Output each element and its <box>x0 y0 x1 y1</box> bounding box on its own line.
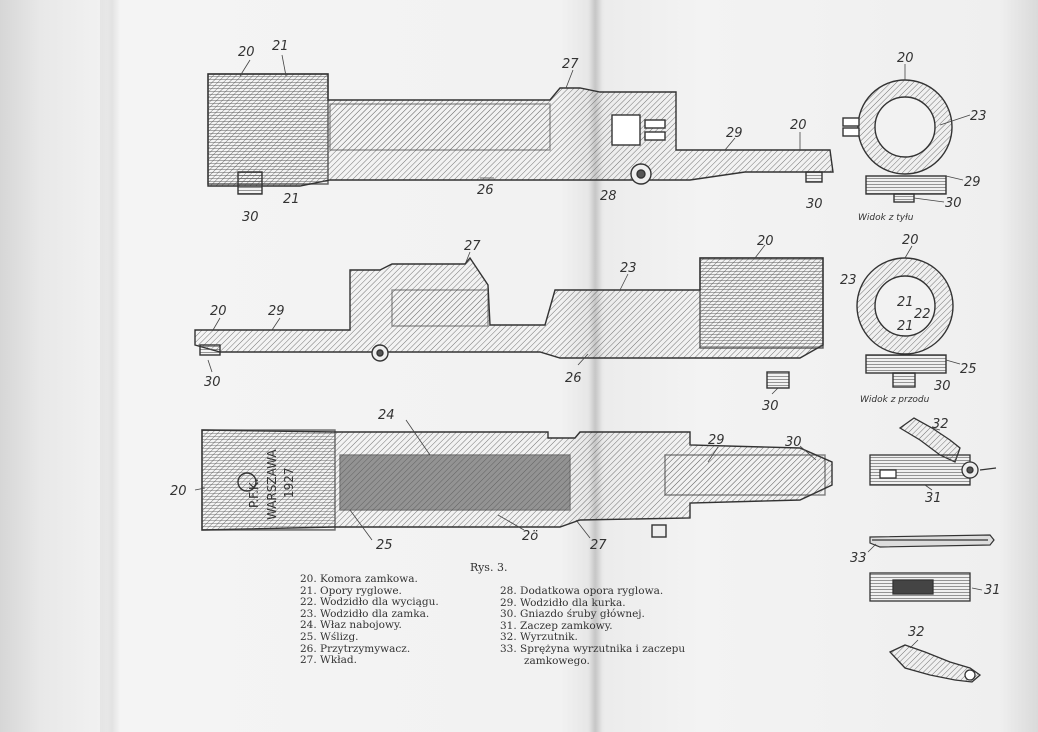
label-29: 29 <box>708 433 725 448</box>
figure-caption: Rys. 3. <box>470 561 508 574</box>
label-20: 20 <box>210 304 227 319</box>
legend-item: 31. Zaczep zamkowy. <box>500 619 613 632</box>
label-31: 31 <box>925 491 942 506</box>
label-20: 20 <box>902 233 919 248</box>
label-25: 25 <box>376 538 393 553</box>
receiver-top-view <box>201 429 833 538</box>
label-27: 27 <box>464 239 481 254</box>
label-30: 30 <box>762 399 779 414</box>
legend-item: 24. Właz nabojowy. <box>300 619 402 632</box>
legend-right: 28. Dodatkowa opora ryglowa. 29. Wodzidł… <box>500 585 686 667</box>
legend-item: 21. Opory ryglowe. <box>300 584 402 597</box>
label-21: 21 <box>897 295 914 310</box>
label-29: 29 <box>964 175 981 190</box>
label-20: 20 <box>757 234 774 249</box>
label-30: 30 <box>806 197 823 212</box>
receiver-side-view-top <box>207 73 834 195</box>
rear-view-drawing <box>842 79 953 203</box>
label-30: 30 <box>945 196 962 211</box>
front-view-label: Widok z przodu <box>860 395 930 405</box>
legend-item: 32. Wyrzutnik. <box>500 631 578 644</box>
receiver-side-view-middle <box>194 256 824 389</box>
page-edge <box>100 0 108 732</box>
label-23: 23 <box>970 109 987 124</box>
stamp-maker: P.F.K. <box>247 478 261 508</box>
label-20: 20 <box>790 118 807 133</box>
label-21: 21 <box>283 192 300 207</box>
label-23: 23 <box>840 273 857 288</box>
legend-item: 25. Wślizg. <box>300 630 359 643</box>
label-21: 21 <box>897 319 914 334</box>
legend-left: 20. Komora zamkowa. 21. Opory ryglowe. 2… <box>300 573 439 667</box>
label-24: 24 <box>378 408 395 423</box>
label-29: 29 <box>268 304 285 319</box>
label-26: 26 <box>565 371 582 386</box>
label-25: 25 <box>960 362 977 377</box>
ejector-drawing-32-bottom <box>888 644 982 683</box>
label-21: 21 <box>272 39 289 54</box>
legend-item: 23. Wodzidło dla zamka. <box>300 607 430 620</box>
label-29: 29 <box>726 126 743 141</box>
label-28: 28 <box>600 189 617 204</box>
stamp-year: 1927 <box>282 467 296 498</box>
label-30: 30 <box>785 435 802 450</box>
legend-item: 26. Przytrzymywacz. <box>300 642 411 655</box>
legend-item: 28. Dodatkowa opora ryglowa. <box>500 585 664 597</box>
rear-view-label: Widok z tyłu <box>858 213 914 223</box>
front-view-drawing <box>856 257 954 388</box>
label-27: 27 <box>562 57 579 72</box>
label-26: 26 <box>477 183 494 198</box>
label-20-blurred: 2ö <box>522 529 538 544</box>
label-30: 30 <box>242 210 259 225</box>
label-23: 23 <box>620 261 637 276</box>
maker-stamp: P.F.K. WARSZAWA 1927 <box>247 449 296 520</box>
bolt-stop-drawing-31 <box>869 454 997 486</box>
legend-item: 27. Wkład. <box>300 654 357 667</box>
label-27: 27 <box>590 538 607 553</box>
label-20: 20 <box>170 484 187 499</box>
label-20: 20 <box>897 51 914 66</box>
label-20: 20 <box>238 45 255 60</box>
stamp-city: WARSZAWA <box>265 449 279 520</box>
label-22: 22 <box>914 307 931 322</box>
leader-lines <box>194 54 983 649</box>
spring-drawing-33 <box>869 534 995 548</box>
legend-item: zamkowego. <box>524 654 590 667</box>
ejector-drawing-32-top <box>898 417 961 463</box>
book-binding <box>588 0 602 732</box>
legend-item: 29. Wodzidło dla kurka. <box>500 596 626 609</box>
label-30: 30 <box>204 375 221 390</box>
legend-item: 33. Sprężyna wyrzutnika i zaczepu <box>500 642 686 655</box>
legend-item: 22. Wodzidło dla wyciągu. <box>300 596 439 609</box>
label-33: 33 <box>850 551 867 566</box>
bolt-stop-drawing-31-plan <box>869 572 971 602</box>
legend-item: 20. Komora zamkowa. <box>300 573 418 585</box>
legend-item: 30. Gniazdo śruby głównej. <box>500 608 645 621</box>
label-32: 32 <box>908 625 925 640</box>
part-number-labels: 20 21 27 29 20 21 26 28 30 30 20 23 29 3… <box>170 39 1001 640</box>
label-30: 30 <box>934 379 951 394</box>
label-31: 31 <box>984 583 1001 598</box>
label-32: 32 <box>932 417 949 432</box>
